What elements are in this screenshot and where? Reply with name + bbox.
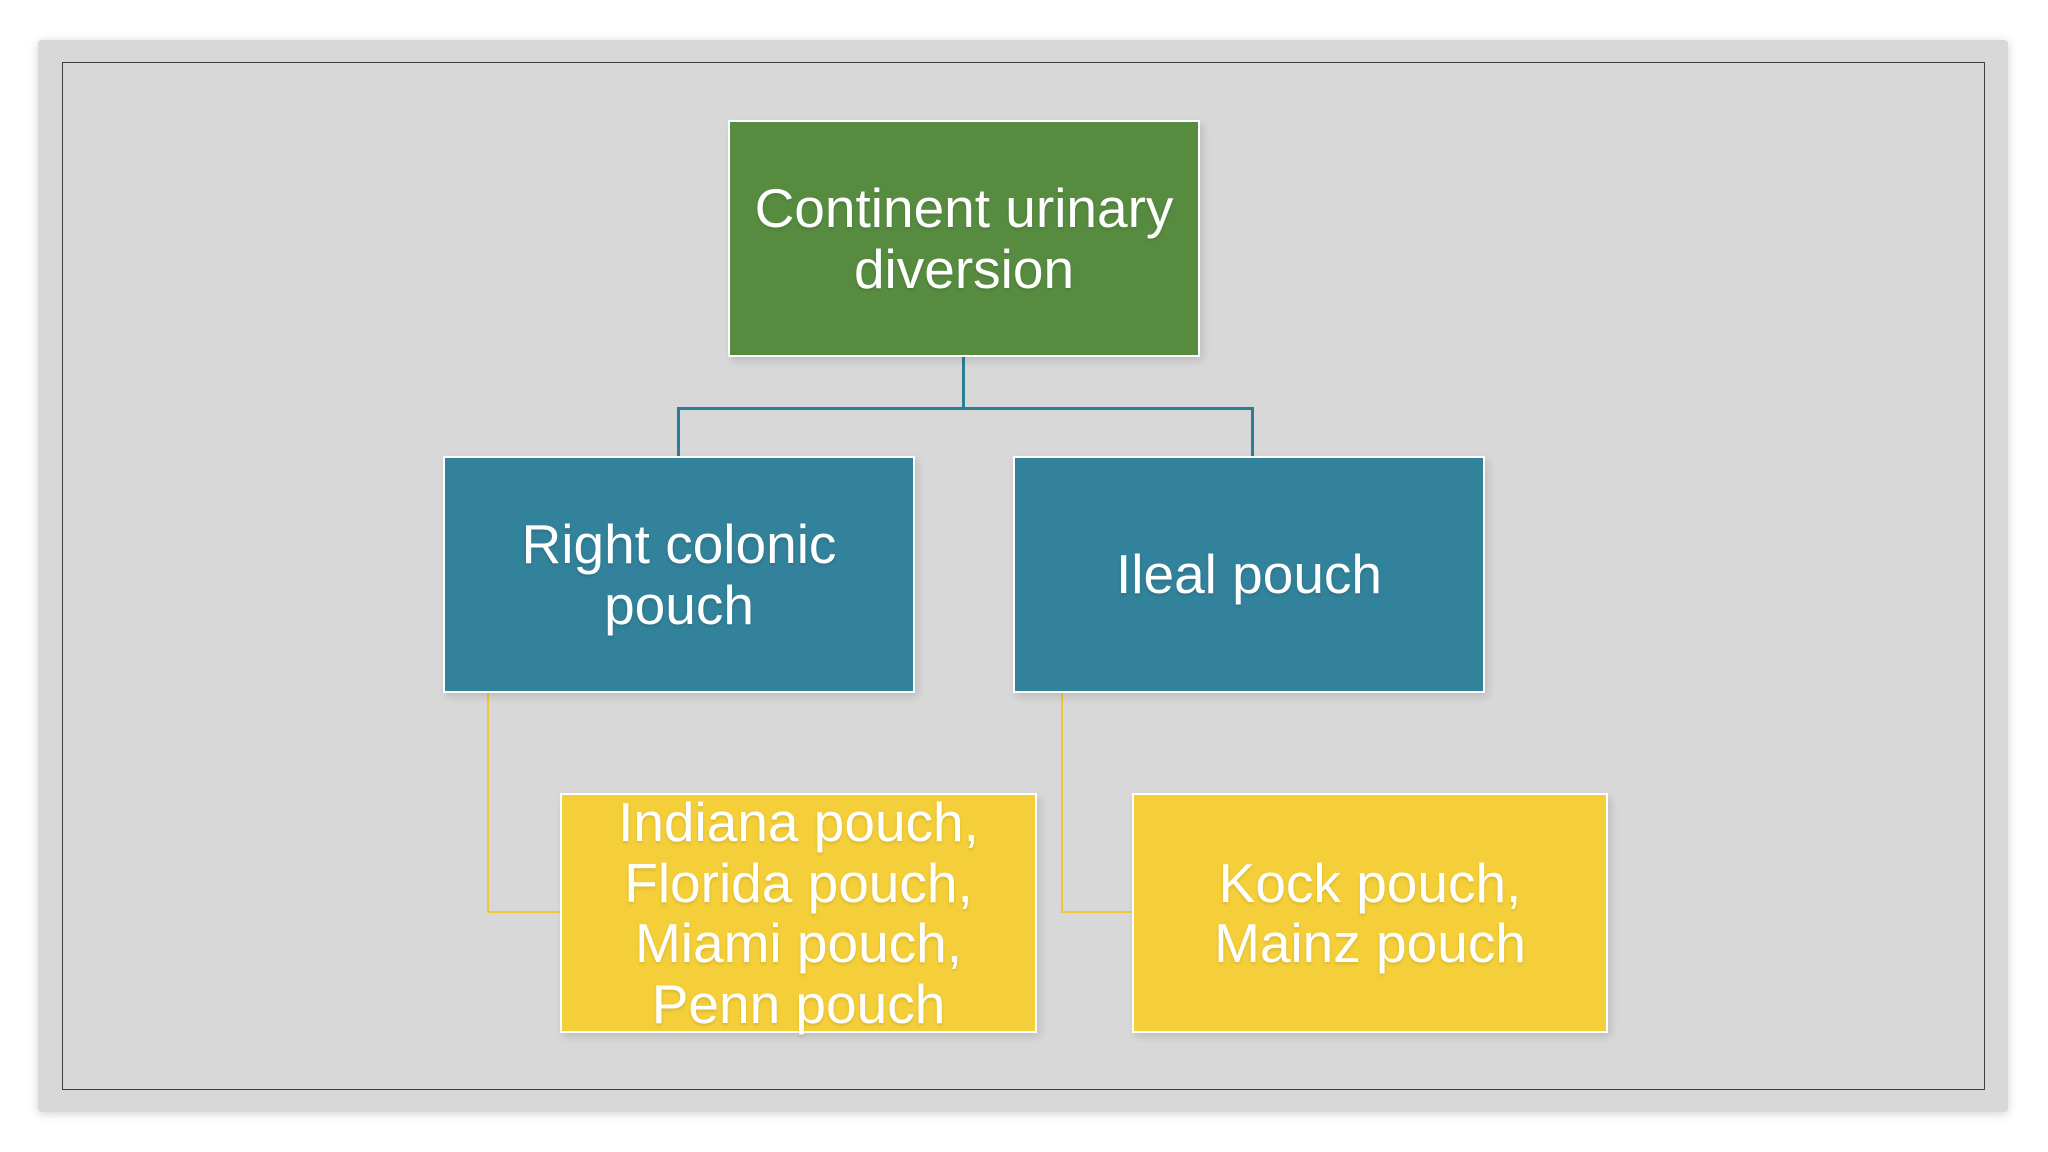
- connector-left-elbow-horizontal: [487, 911, 560, 913]
- connector-crossbar: [677, 407, 1254, 410]
- node-root-label: Continent urinary diversion: [754, 177, 1174, 300]
- node-branch-right-label: Ileal pouch: [1115, 543, 1383, 606]
- connector-root-stem: [962, 357, 965, 409]
- node-branch-right-colonic-pouch: Right colonic pouch: [443, 456, 915, 693]
- connector-left-elbow-vertical: [487, 693, 489, 913]
- slide-canvas: Continent urinary diversion Right coloni…: [38, 40, 2008, 1112]
- node-leaf-colonic-pouch-types: Indiana pouch, Florida pouch, Miami pouc…: [560, 791, 1037, 1035]
- connector-right-elbow-horizontal: [1061, 911, 1132, 913]
- node-leaf-right-label: Kock pouch, Mainz pouch: [1214, 851, 1526, 974]
- node-root-continent-urinary-diversion: Continent urinary diversion: [728, 120, 1200, 357]
- connector-drop-left: [677, 407, 680, 456]
- node-branch-left-label: Right colonic pouch: [521, 513, 837, 636]
- node-leaf-ileal-pouch-types: Kock pouch, Mainz pouch: [1132, 793, 1608, 1033]
- connector-right-elbow-vertical: [1061, 693, 1063, 913]
- node-branch-ileal-pouch: Ileal pouch: [1013, 456, 1485, 693]
- connector-drop-right: [1251, 407, 1254, 456]
- node-leaf-left-label: Indiana pouch, Florida pouch, Miami pouc…: [618, 791, 979, 1035]
